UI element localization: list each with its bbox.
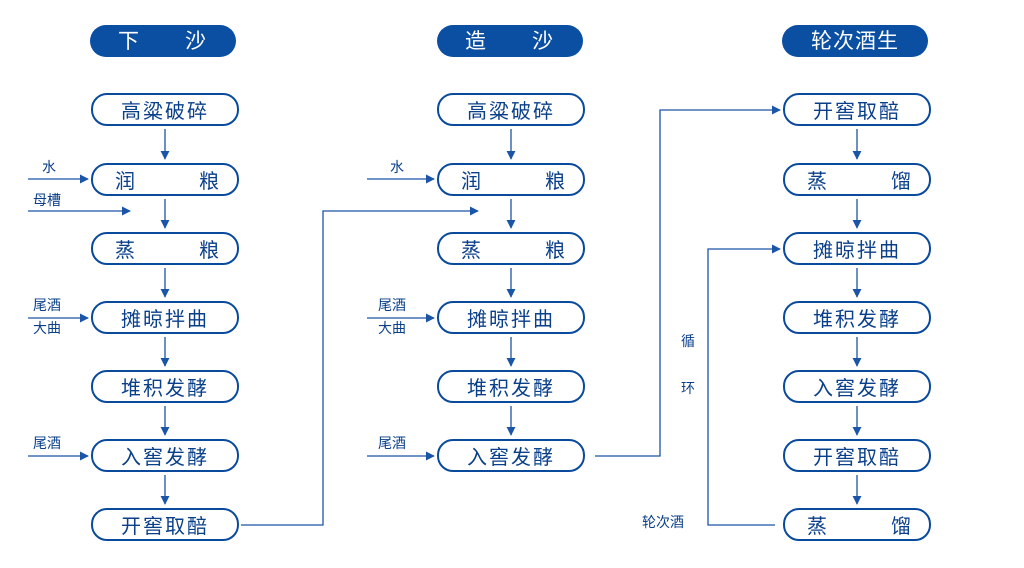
header-zaosha-char-2: 沙 (532, 29, 553, 53)
step-col1-1: 高粱破碎 (91, 93, 239, 126)
step-col1-7: 开窖取醅 (91, 508, 239, 541)
cycle-label-2: 环 (681, 381, 695, 397)
header-zaosha: 造 沙 (437, 25, 583, 57)
input-daqu-col1: 大曲 (33, 321, 61, 337)
step-col2-6: 入窖发酵 (437, 439, 585, 472)
step-label-b: 粮 (199, 169, 219, 193)
step-col1-6: 入窖发酵 (91, 439, 239, 472)
step-col1-4: 摊晾拌曲 (91, 301, 239, 334)
step-col1-5: 堆积发酵 (91, 370, 239, 403)
cycle-loop-col3 (707, 244, 781, 526)
step-label-a: 润 (461, 169, 481, 193)
step-label: 堆积发酵 (467, 376, 555, 400)
input-mother-grains-col1: 母槽 (33, 193, 61, 209)
step-col3-6: 开窖取醅 (783, 439, 931, 472)
step-col3-2: 蒸馏 (783, 163, 931, 196)
step-label: 高粱破碎 (467, 99, 555, 123)
step-col2-3: 蒸粮 (437, 232, 585, 265)
cycle-label-1: 循 (681, 334, 695, 350)
step-col1-3: 蒸粮 (91, 232, 239, 265)
header-xiasha: 下 沙 (90, 25, 236, 57)
step-label-a: 润 (115, 169, 135, 193)
connector-col1-to-col2 (241, 206, 479, 526)
step-col2-5: 堆积发酵 (437, 370, 585, 403)
input-tail-liquor-col1: 尾酒 (33, 298, 61, 314)
step-label-a: 蒸 (461, 238, 481, 262)
step-label: 摊晾拌曲 (813, 238, 901, 262)
step-col3-4: 堆积发酵 (783, 301, 931, 334)
step-label: 高粱破碎 (121, 99, 209, 123)
step-label-a: 蒸 (115, 238, 135, 262)
step-label: 摊晾拌曲 (467, 307, 555, 331)
input-water-col1: 水 (42, 160, 56, 176)
step-col3-5: 入窖发酵 (783, 370, 931, 403)
step-label-b: 粮 (545, 238, 565, 262)
step-col3-7: 蒸馏 (783, 508, 931, 541)
input-water-col2: 水 (390, 160, 404, 176)
step-label: 开窖取醅 (813, 445, 901, 469)
step-col2-4: 摊晾拌曲 (437, 301, 585, 334)
step-col3-3: 摊晾拌曲 (783, 232, 931, 265)
step-label: 入窖发酵 (813, 376, 901, 400)
header-xiasha-char-2: 沙 (185, 29, 206, 53)
header-lunci-label: 轮次酒生 (811, 29, 899, 53)
step-col2-1: 高粱破碎 (437, 93, 585, 126)
step-label-b: 馏 (891, 514, 911, 538)
step-label-b: 馏 (891, 169, 911, 193)
input-daqu-col2: 大曲 (378, 321, 406, 337)
step-col1-2: 润粮 (91, 163, 239, 196)
step-label-a: 蒸 (807, 169, 827, 193)
step-label-a: 蒸 (807, 514, 827, 538)
step-col2-2: 润粮 (437, 163, 585, 196)
connector-col2-to-col3 (595, 105, 781, 457)
header-xiasha-char-1: 下 (118, 29, 139, 53)
header-lunci: 轮次酒生 (782, 25, 928, 57)
input-tail-liquor-2-col2: 尾酒 (378, 436, 406, 452)
step-label: 开窖取醅 (121, 514, 209, 538)
step-label-b: 粮 (545, 169, 565, 193)
step-label: 入窖发酵 (121, 445, 209, 469)
step-label-b: 粮 (199, 238, 219, 262)
step-col3-1: 开窖取醅 (783, 93, 931, 126)
header-zaosha-char-1: 造 (465, 29, 486, 53)
input-tail-liquor-2-col1: 尾酒 (33, 436, 61, 452)
input-tail-liquor-col2: 尾酒 (378, 298, 406, 314)
step-label: 堆积发酵 (121, 376, 209, 400)
step-label: 摊晾拌曲 (121, 307, 209, 331)
output-lunci-liquor: 轮次酒 (642, 515, 684, 531)
step-label: 堆积发酵 (813, 307, 901, 331)
step-label: 开窖取醅 (813, 99, 901, 123)
step-label: 入窖发酵 (467, 445, 555, 469)
